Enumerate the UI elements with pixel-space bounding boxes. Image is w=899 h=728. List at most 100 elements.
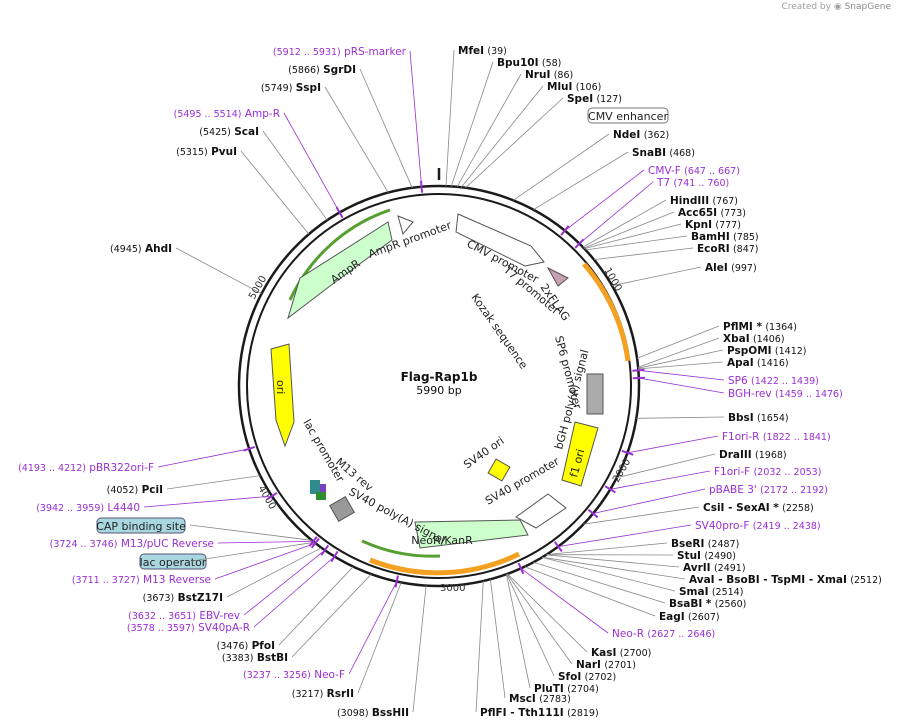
sv40-polya-feature[interactable] [329,496,355,522]
primer-site-mark [335,206,344,219]
enzyme-label[interactable]: PflMI * (1364) [723,321,797,333]
primer-label[interactable]: (3632 .. 3651) EBV-rev [128,610,240,622]
enzyme-label[interactable]: MluI (106) [547,81,601,93]
enzyme-label[interactable]: BsaBI * (2560) [669,598,746,610]
label-name: AhdI [145,243,172,255]
label-name: KasI [591,647,616,659]
enzyme-label[interactable]: (5315) PvuI [176,146,237,158]
enzyme-label[interactable]: SpeI (127) [567,93,622,105]
enzyme-label[interactable]: NruI (86) [525,69,573,81]
label-position: (86) [554,70,574,81]
enzyme-label[interactable]: XbaI (1406) [723,333,785,345]
primer-label[interactable]: (5495 .. 5514) Amp-R [174,108,280,120]
ampr-promoter-feature[interactable] [397,215,414,236]
label-name: BstBI [257,652,288,664]
enzyme-label[interactable]: PflFI - Tth111I (2819) [480,707,599,719]
primer-label[interactable]: CMV-F (647 .. 667) [648,165,740,177]
enzyme-label[interactable]: AleI (997) [705,262,757,274]
enzyme-label[interactable]: (5749) SspI [261,82,321,94]
outer-labels: MfeI (39)Bpu10I (58)NruI (86)MluI (106)S… [18,45,882,719]
primer-label[interactable]: F1ori-R (1822 .. 1841) [722,431,831,443]
primer-label[interactable]: BGH-rev (1459 .. 1476) [728,388,843,400]
neor-feature[interactable] [414,519,529,549]
label-name: BsaBI * [669,598,712,610]
primer-site-mark [560,225,570,236]
cmv-enhancer-box[interactable]: CMV enhancer [587,107,669,124]
primer-label[interactable]: SV40pro-F (2419 .. 2438) [695,520,821,532]
enzyme-label[interactable]: AvaI - BsoBI - TspMI - XmaI (2512) [689,574,882,586]
enzyme-label[interactable]: SfoI (2702) [558,671,616,683]
enzyme-label[interactable]: (5866) SgrDI [288,64,356,76]
enzyme-label[interactable]: (4945) AhdI [110,243,172,255]
enzyme-label[interactable]: MscI (2783) [509,693,571,705]
enzyme-label[interactable]: KpnI (777) [685,219,741,231]
label-name: Acc65I [678,207,717,219]
primer-label[interactable]: (3578 .. 3597) SV40pA-R [127,622,250,634]
enzyme-label[interactable]: (3217) RsrII [292,688,354,700]
enzyme-label[interactable]: AvrII (2491) [683,562,746,574]
enzyme-label[interactable]: EcoRI (847) [697,243,759,255]
sv40-promoter-feature[interactable] [515,493,567,529]
enzyme-label[interactable]: (4052) PciI [107,484,163,496]
enzyme-label[interactable]: (5425) ScaI [199,126,259,138]
primer-label[interactable]: T7 (741 .. 760) [656,177,729,189]
primer-label[interactable]: SP6 (1422 .. 1439) [728,375,819,387]
ori-feature[interactable] [270,343,295,448]
enzyme-label[interactable]: (3476) PfoI [217,640,275,652]
label-position: (2607) [688,612,720,623]
plasmid-name: Flag-Rap1b [401,370,478,384]
primer-label[interactable]: (3237 .. 3256) Neo-F [243,669,345,681]
enzyme-label[interactable]: PluTI (2704) [534,683,599,695]
enzyme-label[interactable]: PspOMI (1412) [727,345,807,357]
enzyme-label[interactable]: DraIII (1968) [719,449,787,461]
leader-line [513,133,610,201]
sv40-ori-feature[interactable] [487,458,511,482]
enzyme-label[interactable]: (3098) BssHII [337,707,409,719]
primer-label[interactable]: pBABE 3' (2172 .. 2192) [709,484,828,496]
enzyme-label[interactable]: BseRI (2487) [671,538,739,550]
bgh-polya-feature[interactable] [586,373,604,415]
primer-site-mark [310,537,320,549]
label-name: SV40pro-F [695,520,749,532]
enzyme-label[interactable]: CsiI - SexAI * (2258) [703,502,814,514]
leader-line [175,247,262,295]
primer-label[interactable]: (4193 .. 4212) pBR322ori-F [18,462,154,474]
enzyme-label[interactable]: Bpu10I (58) [497,57,561,69]
label-position: (39) [487,46,507,57]
enzyme-label[interactable]: (3673) BstZ17I [143,592,223,604]
label-name: SspI [296,82,321,94]
leader-line [506,574,555,677]
enzyme-label[interactable]: NarI (2701) [576,659,636,671]
primer-site-mark [621,449,634,456]
flag-tag-feature[interactable] [546,266,569,287]
enzyme-label[interactable]: BbsI (1654) [728,412,789,424]
enzyme-label[interactable]: SmaI (2514) [679,586,743,598]
primer-label[interactable]: (5912 .. 5931) pRS-marker [273,46,407,58]
label-position: (1968) [755,450,787,461]
lac-operator-box[interactable]: lac operator [139,553,207,570]
enzyme-label[interactable]: BamHI (785) [691,231,759,243]
enzyme-label[interactable]: (3383) BstBI [222,652,288,664]
primer-label[interactable]: (3942 .. 3959) L4440 [36,502,140,514]
enzyme-label[interactable]: SnaBI (468) [632,147,695,159]
label-position: (1422 .. 1439) [751,376,819,387]
enzyme-label[interactable]: KasI (2700) [591,647,651,659]
label-position: (777) [715,220,741,231]
leader-line [278,566,354,646]
enzyme-label[interactable]: Acc65I (773) [678,207,746,219]
enzyme-label[interactable]: StuI (2490) [677,550,736,562]
cmv-promoter-feature[interactable] [455,213,545,267]
primer-label[interactable]: (3724 .. 3746) M13/pUC Reverse [50,538,214,550]
f1-ori-feature[interactable] [561,421,599,487]
cap-binding-site-box[interactable]: CAP binding site [96,517,186,534]
primer-label[interactable]: Neo-R (2627 .. 2646) [612,628,715,640]
primer-label[interactable]: (3711 .. 3727) M13 Reverse [72,574,211,586]
enzyme-label[interactable]: HindIII (767) [670,195,738,207]
enzyme-label[interactable]: EagI (2607) [659,611,720,623]
label-position: (647 .. 667) [684,166,740,177]
ampr-feature[interactable] [287,221,393,320]
enzyme-label[interactable]: ApaI (1416) [727,357,789,369]
enzyme-label[interactable]: MfeI (39) [458,45,507,57]
enzyme-label[interactable]: NdeI (362) [613,129,669,141]
primer-label[interactable]: F1ori-F (2032 .. 2053) [714,466,821,478]
